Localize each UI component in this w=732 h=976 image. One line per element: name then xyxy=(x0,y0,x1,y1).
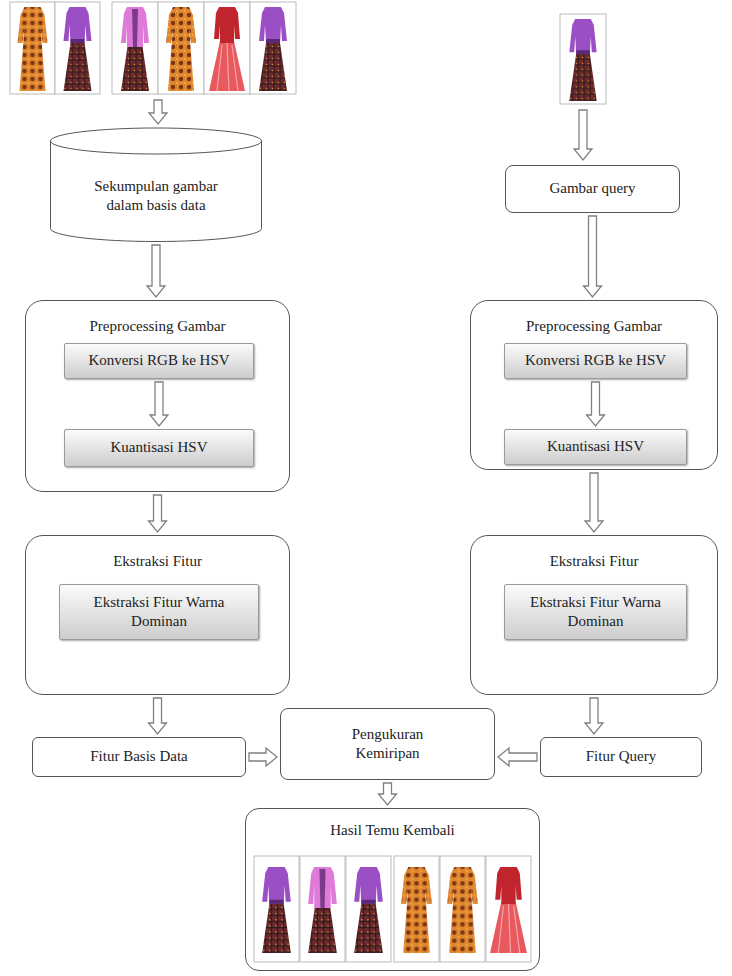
feature-box: Fitur Query xyxy=(540,737,702,777)
dress-image xyxy=(262,867,291,953)
node-label: Hasil Temu Kembali xyxy=(263,821,523,841)
node-label: Konversi RGB ke HSV xyxy=(525,351,666,371)
thumb-frame xyxy=(560,14,606,104)
dress-image xyxy=(401,867,432,953)
block-arrow xyxy=(585,473,603,532)
step-box: Konversi RGB ke HSV xyxy=(504,343,687,379)
node-label: Kuantisasi HSV xyxy=(110,438,207,458)
group-box: Preprocessing GambarKonversi RGB ke HSV K… xyxy=(25,300,290,492)
dress-image xyxy=(121,7,149,91)
block-arrow xyxy=(574,110,592,160)
thumb-frame xyxy=(300,856,345,962)
block-arrow xyxy=(149,698,167,734)
step-box: Konversi RGB ke HSV xyxy=(64,343,254,379)
node-label: Kuantisasi HSV xyxy=(547,437,644,457)
block-arrow xyxy=(585,698,603,734)
node-label: Fitur Query xyxy=(586,747,656,767)
block-arrow xyxy=(249,748,277,766)
dress-image xyxy=(166,7,196,91)
node-label: Ekstraksi Fitur Warna Dominan xyxy=(79,593,239,632)
dress-image xyxy=(64,7,92,91)
block-arrow xyxy=(149,495,167,532)
query-image xyxy=(569,19,596,101)
block-arrow xyxy=(379,783,397,805)
dress-image xyxy=(209,7,245,91)
node-label: Ekstraksi Fitur xyxy=(43,552,273,572)
dress-image xyxy=(259,7,287,91)
node-label: Konversi RGB ke HSV xyxy=(88,351,229,371)
dress-image xyxy=(354,867,383,953)
database-cylinder: Sekumpulan gambar dalam basis data xyxy=(50,128,262,242)
thumb-frame xyxy=(346,856,391,962)
node-label: Preprocessing Gambar xyxy=(484,317,704,337)
block-arrow xyxy=(498,748,537,766)
node-label: Pengukuran Kemiripan xyxy=(328,725,448,764)
thumb-frame xyxy=(394,856,439,962)
database-thumbnails xyxy=(10,2,296,94)
cylinder-rim xyxy=(51,141,262,154)
thumb-frame xyxy=(55,2,100,94)
dress-image xyxy=(18,7,48,91)
process-box: Gambar query xyxy=(505,165,680,213)
node-label: Ekstraksi Fitur Warna Dominan xyxy=(516,593,676,632)
step-box: Kuantisasi HSV xyxy=(504,429,687,465)
similarity-box: Pengukuran Kemiripan xyxy=(280,708,495,780)
cylinder-body xyxy=(51,128,262,242)
node-label: Preprocessing Gambar xyxy=(43,317,273,337)
group-box: Preprocessing GambarKonversi RGB ke HSV K… xyxy=(470,300,718,470)
step-box: Ekstraksi Fitur Warna Dominan xyxy=(59,584,259,640)
block-arrow xyxy=(584,216,602,297)
thumb-frame xyxy=(204,2,250,94)
thumb-frame xyxy=(112,2,158,94)
thumb-frame xyxy=(158,2,204,94)
step-box: Ekstraksi Fitur Warna Dominan xyxy=(504,584,687,640)
thumb-frame xyxy=(10,2,55,94)
block-arrow xyxy=(587,382,605,426)
node-label: Sekumpulan gambar dalam basis data xyxy=(89,177,224,216)
result-thumbnails xyxy=(254,856,531,962)
thumb-frame xyxy=(440,856,485,962)
group-box: Ekstraksi FiturEkstraksi Fitur Warna Dom… xyxy=(470,535,718,695)
thumb-frame xyxy=(250,2,296,94)
block-arrow xyxy=(147,245,165,297)
block-arrow xyxy=(150,382,168,426)
dress-image xyxy=(490,867,527,953)
node-label: Ekstraksi Fitur xyxy=(484,552,704,572)
node-label: Gambar query xyxy=(549,179,635,199)
group-box: Ekstraksi FiturEkstraksi Fitur Warna Dom… xyxy=(25,535,290,695)
thumb-frame xyxy=(254,856,299,962)
thumb-frame xyxy=(486,856,531,962)
dress-image xyxy=(447,867,478,953)
feature-box: Fitur Basis Data xyxy=(32,737,246,777)
node-label: Fitur Basis Data xyxy=(90,747,188,767)
block-arrow xyxy=(149,100,167,124)
dress-image xyxy=(308,867,337,953)
result-box: Hasil Temu Kembali xyxy=(245,808,540,971)
step-box: Kuantisasi HSV xyxy=(64,429,254,467)
